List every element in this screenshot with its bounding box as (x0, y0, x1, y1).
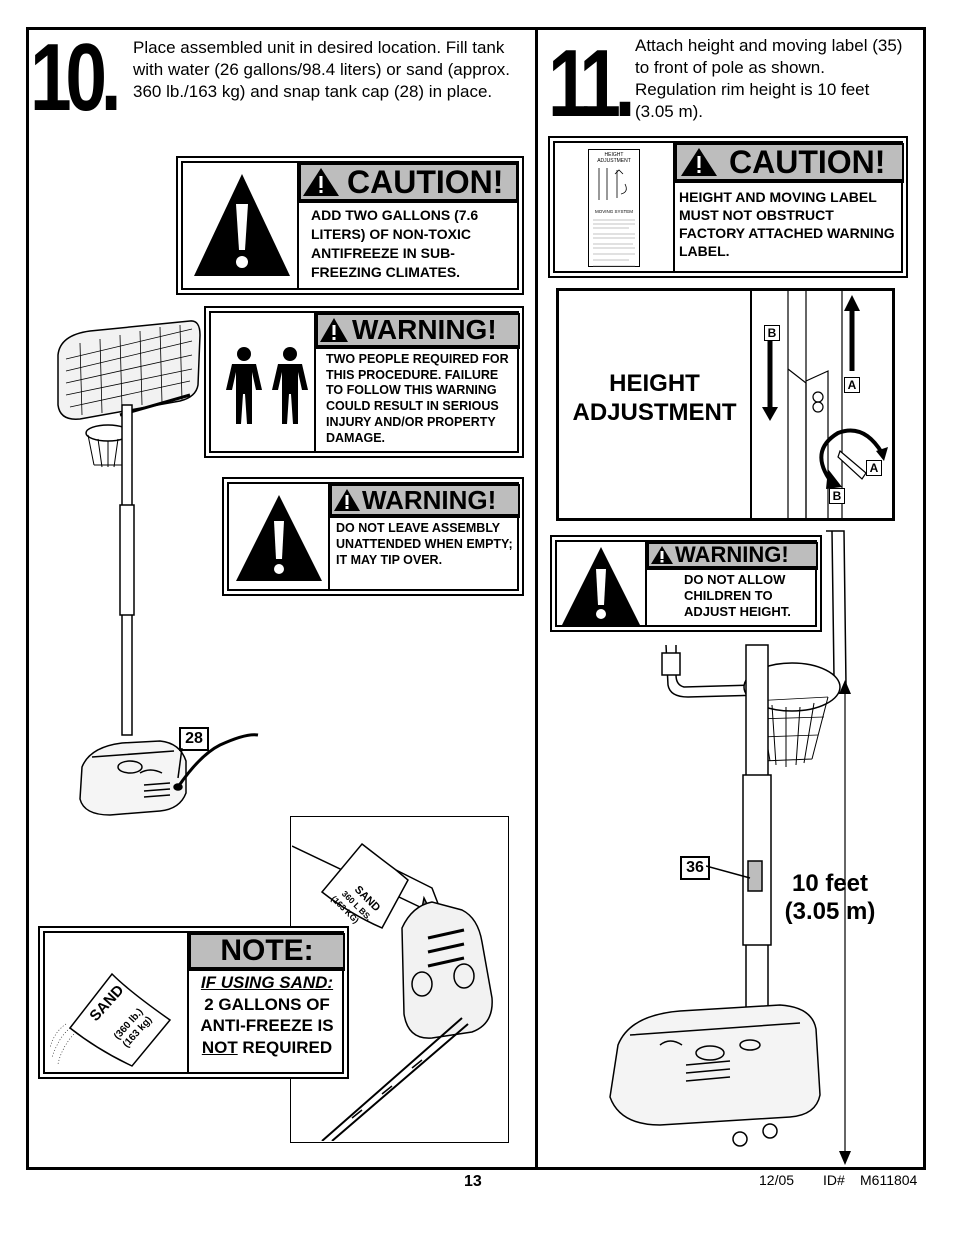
column-divider (535, 27, 538, 1170)
warning-text: DO NOT LEAVE ASSEMBLY UNATTENDED WHEN EM… (336, 521, 513, 567)
height-adjustment-panel: HEIGHT ADJUSTMENT B A A B (556, 288, 895, 521)
tag-a-top: A (844, 377, 860, 393)
warning-title: WARNING! (362, 484, 497, 515)
warning-header: WARNING! (647, 542, 818, 568)
part-28-callout: 28 (179, 727, 209, 751)
note-line3: ANTI-FREEZE IS (200, 1016, 334, 1035)
warning-triangle-icon (334, 489, 360, 511)
note-line1: IF USING SAND: (200, 973, 334, 992)
tag-b-top: B (764, 325, 780, 341)
warning-label-two-people: WARNING! TWO PEOPLE REQUIRED FOR THIS PR… (204, 306, 524, 458)
warning-text: DO NOT ALLOW CHILDREN TO ADJUST HEIGHT. (684, 572, 791, 619)
warning-text: TWO PEOPLE REQUIRED FOR THIS PROCEDURE. … (326, 352, 509, 445)
footer-id-value: M611804 (860, 1172, 918, 1188)
tag-a-bottom: A (866, 460, 882, 476)
warning-title: WARNING! (675, 542, 789, 567)
step-11-instructions: Attach height and moving label (35) to f… (635, 36, 903, 121)
note-header: NOTE: (189, 933, 345, 969)
note-line2: 2 GALLONS OF (204, 994, 330, 1014)
rim-height-label: 10 feet (3.05 m) (770, 870, 890, 926)
step-10-number: 10. (30, 24, 122, 131)
footer-id-label: ID# (823, 1172, 845, 1188)
warning-header: WARNING! (330, 484, 520, 516)
caution-label-height-moving: HEIGHT ADJUSTMENT MOVING SYSTEM CAUTION!… (548, 136, 908, 278)
note-text: IF USING SAND: 2 GALLONS OF ANTI-FREEZE … (189, 972, 345, 1058)
caution-header: CAUTION! (675, 143, 904, 181)
warning-header: WARNING! (316, 313, 520, 347)
rim-height-meters: (3.05 m) (784, 898, 876, 925)
page-number: 13 (464, 1173, 482, 1190)
basketball-system-illustration (57, 320, 259, 816)
tag-b-bottom: B (829, 488, 845, 504)
two-people-icon (226, 347, 308, 424)
label-diagram-icon (598, 168, 627, 200)
rim-height-dimension-arrow (839, 680, 851, 1165)
sand-bag-icon: SAND (360 lb.) (163 kg) (50, 972, 172, 1067)
height-adjustment-title: HEIGHT ADJUSTMENT (572, 370, 737, 426)
warning-triangle-icon (320, 318, 348, 342)
caution-header: CAUTION! (299, 163, 518, 201)
note-box-sand: NOTE: IF USING SAND: 2 GALLONS OF ANTI-F… (38, 926, 349, 1079)
sand-fill-illustration: SAND 360 L BS. (163 KG) (292, 842, 493, 1141)
warning-label-unattended: WARNING! DO NOT LEAVE ASSEMBLY UNATTENDE… (222, 477, 524, 596)
exclamation-triangle-icon (562, 547, 640, 625)
height-adjustment-diagram (762, 291, 888, 518)
warning-triangle-icon (651, 546, 673, 564)
part-36-callout: 36 (680, 856, 710, 880)
step-11-number: 11. (548, 30, 635, 137)
page-frame (26, 27, 926, 1170)
caution-text: HEIGHT AND MOVING LABEL MUST NOT OBSTRUC… (679, 189, 895, 259)
note-line4: NOT REQUIRED (201, 1037, 333, 1057)
callout-leader (706, 865, 751, 879)
caution-text: ADD TWO GALLONS (7.6 LITERS) OF NON-TOXI… (311, 207, 479, 280)
rim-height-feet: 10 feet (791, 870, 869, 897)
warning-title: WARNING! (352, 314, 497, 345)
warning-triangle-icon (303, 168, 339, 196)
warning-label-children: WARNING! DO NOT ALLOW CHILDREN TO ADJUST… (550, 535, 822, 632)
step-10-instructions: Place assembled unit in desired location… (133, 38, 511, 101)
footer-date: 12/05 (759, 1172, 795, 1188)
height-moving-label-thumbnail: HEIGHT ADJUSTMENT MOVING SYSTEM (588, 149, 640, 267)
exclamation-triangle-icon (194, 174, 290, 276)
caution-title: CAUTION! (347, 163, 504, 200)
caution-title: CAUTION! (729, 143, 886, 180)
callout-leader (177, 748, 183, 779)
basketball-system-side-illustration (609, 530, 847, 1147)
exclamation-triangle-icon (236, 495, 322, 581)
caution-label-antifreeze: CAUTION! ADD TWO GALLONS (7.6 LITERS) OF… (176, 156, 524, 295)
note-title: NOTE: (220, 934, 314, 967)
warning-triangle-icon (681, 148, 717, 176)
